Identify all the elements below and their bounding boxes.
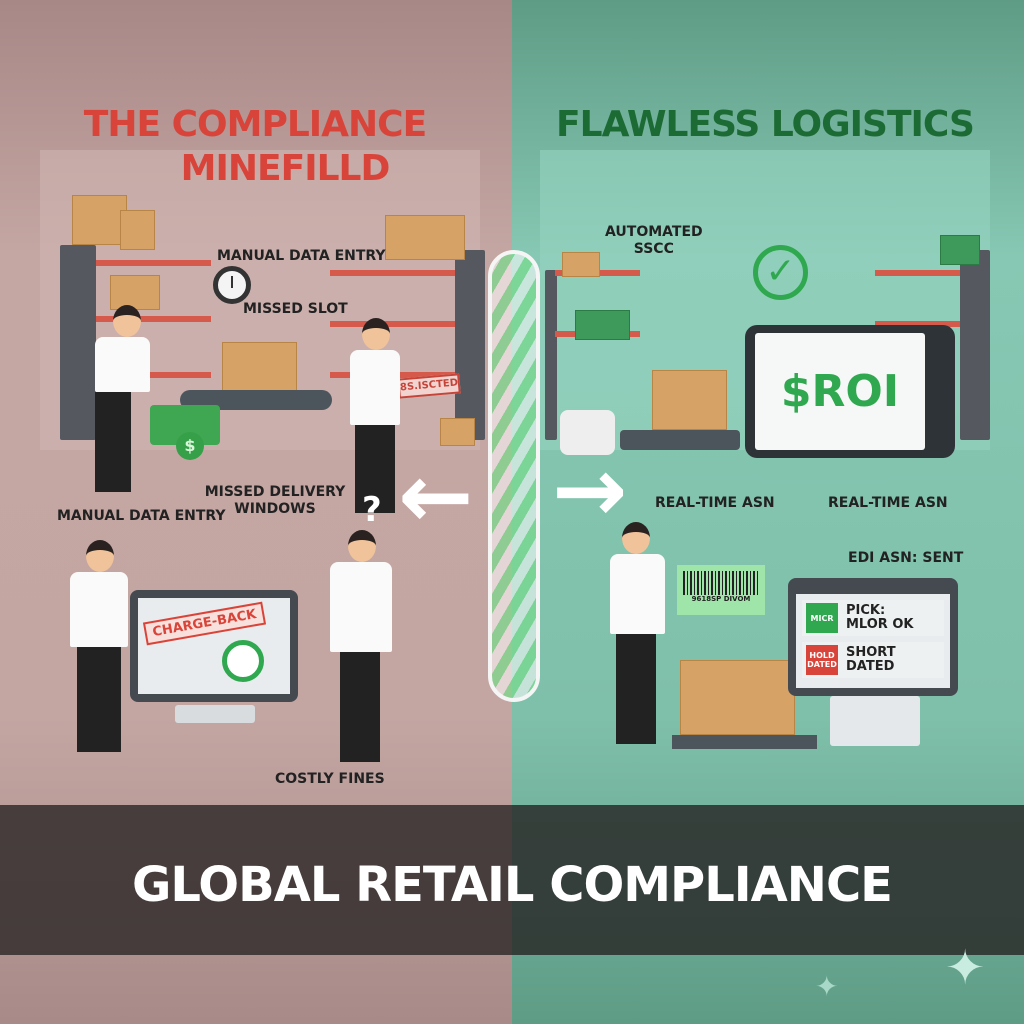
row-line2: MLOR OK [846, 617, 914, 632]
box [652, 370, 727, 430]
row-line2: DATED [846, 659, 895, 674]
label-costly-fines: COSTLY FINES [275, 771, 385, 787]
sparkle-icon: ✦ [815, 970, 839, 1003]
banner-title: GLOBAL RETAIL COMPLIANCE [132, 857, 893, 913]
shelf-left [96, 250, 211, 430]
worker-bottom-right [320, 530, 392, 762]
barcode-label: 9618SP DIVOM [677, 565, 765, 615]
clock-icon [213, 266, 251, 304]
clock-icon [222, 640, 264, 682]
left-title-line2: MINEFILLD [180, 148, 391, 189]
sparkle-icon: ✦ [945, 940, 986, 996]
shelf-post [545, 270, 557, 440]
status-tag: MICR [806, 603, 838, 633]
label-missed-delivery: MISSED DELIVERY WINDOWS [195, 484, 355, 518]
box [680, 660, 795, 735]
computer-monitor-left: CHARGE-BACK [130, 590, 298, 702]
box [440, 418, 475, 446]
box [72, 195, 127, 245]
missed-delivery-line1: MISSED DELIVERY [204, 484, 346, 500]
box [385, 215, 465, 260]
pallet [672, 735, 817, 749]
automated-line1: AUTOMATED [605, 224, 703, 240]
row-line1: SHORT [846, 645, 896, 660]
barcode-text: 9618SP DIVOM [691, 595, 751, 603]
bottom-banner [0, 805, 1024, 955]
left-title-line1: THE COMPLIANCE [83, 104, 427, 145]
shelf-right-panel-left [555, 270, 640, 420]
green-box [940, 235, 980, 265]
label-realtime-asn-2: REAL-TIME ASN [828, 495, 948, 511]
left-title: THE COMPLIANCE MINEFILLD [20, 103, 490, 191]
barcode-icon [683, 571, 759, 595]
automated-line2: SSCC [633, 241, 674, 257]
worker-happy [610, 522, 665, 744]
label-edi-asn-sent: EDI ASN: SENT [848, 550, 964, 566]
worker-bottom-left [70, 540, 128, 752]
tablet-roi-text: $ROI [755, 333, 925, 450]
right-title: FLAWLESS LOGISTICS [556, 104, 975, 145]
divider-pillar [488, 250, 540, 702]
box [222, 342, 297, 392]
cart [620, 430, 740, 450]
box [120, 210, 155, 250]
tablet: $ROI [745, 325, 955, 458]
shelf-post [960, 250, 990, 440]
shelf-post [60, 245, 96, 440]
label-realtime-asn-1: REAL-TIME ASN [655, 495, 775, 511]
worker-angry-2 [350, 318, 400, 513]
check-circle-icon: ✓ [753, 245, 808, 300]
dollar-coin-icon: $ [176, 432, 204, 460]
question-mark-icon: ? [362, 490, 382, 530]
arrow-left-icon: ← [398, 444, 474, 549]
shelf-right-panel-right [875, 265, 960, 435]
chargeback-stamp: CHARGE-BACK [142, 601, 267, 646]
box [562, 252, 600, 277]
monitor-stand [175, 705, 255, 723]
arrow-right-icon: → [552, 438, 628, 543]
missed-delivery-line2: WINDOWS [234, 501, 316, 517]
worker-angry-1 [85, 305, 150, 492]
label-manual-data-entry-top: MANUAL DATA ENTRY [217, 248, 386, 264]
monitor-stand [830, 696, 920, 746]
label-automated-sscc: AUTOMATED SSCC [605, 224, 703, 258]
label-manual-data-entry-bottom: MANUAL DATA ENTRY [57, 508, 226, 524]
shelf-post [455, 250, 485, 440]
status-tag: HOLD DATED [806, 645, 838, 675]
row-line1: PICK: [846, 603, 886, 618]
green-box [575, 310, 630, 340]
label-missed-slot: MISSED SLOT [243, 301, 348, 317]
monitor-row: MICR PICK:MLOR OK [802, 600, 944, 636]
box [110, 275, 160, 310]
bottom-banner-right-tint [512, 805, 1024, 955]
robot-icon [560, 410, 615, 455]
